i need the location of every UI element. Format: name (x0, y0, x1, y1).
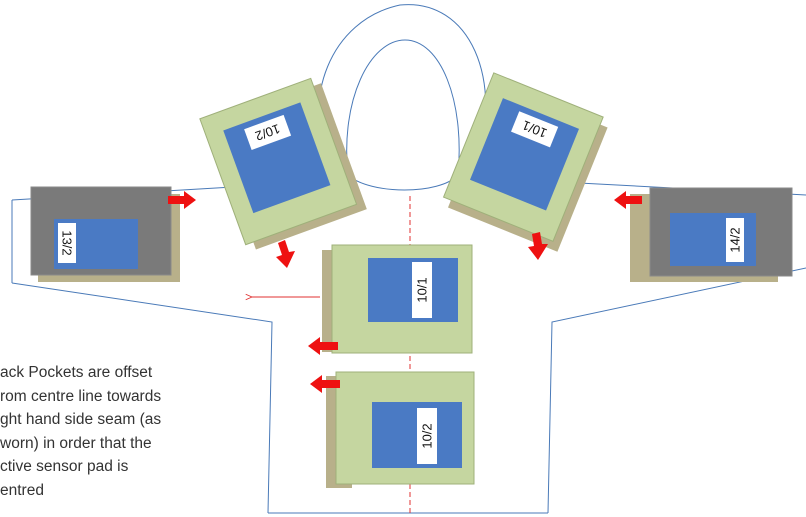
right-sleeve-bottom-outline (547, 267, 806, 514)
red-arrow (276, 240, 295, 268)
pocket-label: 10/1 (415, 277, 430, 302)
red-arrow (310, 375, 340, 393)
pocket-label-box (417, 408, 437, 464)
note-line: rom centre line towards (0, 387, 162, 405)
left-sleeve-bottom-outline (11, 282, 273, 514)
note-line: ctive sensor pad is (0, 458, 129, 475)
pocket-label: 13/2 (60, 230, 75, 255)
pocket-label: 14/2 (728, 227, 743, 252)
note-line: worn) in order that the (0, 434, 152, 452)
pocket-right-sleeve: 14/2 (614, 187, 793, 282)
pocket-label-box (244, 114, 292, 150)
pocket-label-box (58, 223, 76, 263)
red-arrow (308, 337, 338, 355)
red-arrow (614, 191, 642, 209)
note-line: ack Pockets are offset (0, 364, 153, 381)
note-line: ght hand side seam (as (0, 411, 162, 428)
pocket-label-box (412, 262, 432, 318)
pocket-label-box (511, 111, 559, 148)
pocket-label: 10/2 (420, 423, 435, 448)
offset-explanation-note: ack Pockets are offset rom centre line t… (0, 361, 230, 502)
pocket-label-box (726, 218, 744, 262)
pocket-right-shoulder: 10/1 (442, 72, 608, 252)
note-line: entred (0, 481, 44, 499)
neckline-outline (347, 174, 459, 191)
pocket-back-upper: 10/1 (308, 244, 473, 355)
pocket-left-sleeve: 13/2 (30, 186, 196, 282)
red-arrow (528, 232, 548, 260)
pocket-back-lower: 10/2 (310, 371, 475, 488)
pocket-left-shoulder: 10/2 (199, 77, 367, 250)
red-arrow (168, 191, 196, 209)
hood-inner-outline (346, 39, 460, 176)
